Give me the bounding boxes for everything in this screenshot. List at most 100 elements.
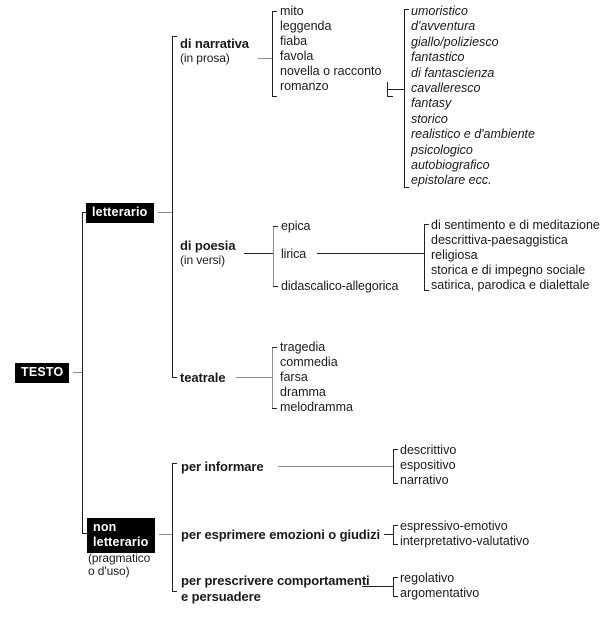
list-item: tragedia	[280, 340, 326, 354]
connector-per-prescrivere-to-items	[362, 586, 393, 587]
node-non-letterario-line1: non	[93, 520, 117, 534]
list-item: di sentimento e di meditazione	[431, 218, 600, 232]
connector-teatrale-bracket-top-tick	[272, 347, 277, 348]
list-item: d'avventura	[411, 19, 476, 34]
list-narrativa-items: mito leggenda fiaba favola novella o rac…	[280, 4, 381, 94]
connector-poesia-didascalico-tick	[273, 286, 278, 287]
connector-genres-bracket-top-tick	[404, 9, 409, 10]
list-item: di fantascienza	[411, 65, 495, 80]
list-item: mito	[280, 4, 304, 18]
connector-teatrale-bracket	[272, 347, 273, 408]
node-non-letterario-sublabel-line2: o d'uso)	[88, 564, 130, 578]
list-item: realistico e d'ambiente	[411, 127, 535, 142]
connector-non-letterario-subtrunk-top-tick	[172, 463, 177, 464]
connector-trunk-bottom-tick	[82, 533, 87, 534]
root-node-testo: TESTO	[15, 363, 70, 383]
connector-narrativa-bracket-bottom-tick	[272, 96, 277, 97]
list-item: giallo/poliziesco	[411, 34, 499, 49]
list-item: fantastico	[411, 50, 465, 65]
list-item: regolativo	[400, 571, 455, 585]
list-lirica-kinds: di sentimento e di meditazione descritti…	[431, 218, 600, 293]
connector-non-letterario-to-subtrunk	[159, 534, 172, 535]
list-item: cavalleresco	[411, 81, 481, 96]
connector-narrativa-bracket	[272, 11, 273, 96]
connector-per-informare-to-items	[278, 466, 393, 467]
list-item: fiaba	[280, 34, 308, 48]
list-prescrivere-items: regolativo argomentativo	[400, 571, 479, 601]
list-item: autobiografico	[411, 158, 490, 173]
connector-prescrivere-bracket-top-tick	[393, 577, 398, 578]
node-di-poesia: di poesia	[180, 238, 236, 253]
connector-non-letterario-subtrunk-bottom-tick	[172, 591, 177, 592]
list-item: commedia	[280, 355, 338, 369]
connector-teatrale-bracket-bottom-tick	[272, 408, 277, 409]
connector-non-letterario-subtrunk	[172, 463, 173, 591]
list-item: satirica, parodica e dialettale	[431, 278, 590, 292]
node-non-letterario-sublabel-line1: (pragmatico	[88, 551, 151, 565]
connector-per-esprimere-to-items	[384, 534, 393, 535]
list-item: psicologico	[411, 142, 473, 157]
list-teatrale-items: tragedia commedia farsa dramma melodramm…	[280, 340, 353, 415]
connector-romanzo-to-genres	[387, 89, 404, 90]
list-romanzo-genres: umoristico d'avventura giallo/poliziesco…	[411, 4, 535, 189]
list-item: interpretativo-valutativo	[400, 534, 530, 548]
list-item: argomentativo	[400, 586, 480, 600]
connector-poesia-epica-tick	[273, 226, 278, 227]
node-per-prescrivere-line2: e persuadere	[181, 589, 261, 604]
connector-informare-bracket	[393, 449, 394, 483]
connector-teatrale-to-items	[236, 377, 272, 378]
list-item: novella o racconto	[280, 64, 382, 78]
node-per-prescrivere-line1: per prescrivere comportamenti	[181, 573, 370, 588]
node-didascalico-allegorica: didascalico-allegorica	[281, 279, 399, 293]
connector-letterario-subtrunk	[172, 36, 173, 377]
connector-lirica-kinds-bracket	[424, 224, 425, 290]
list-item: dramma	[280, 385, 326, 399]
connector-esprimere-bracket-bottom-tick	[393, 544, 398, 545]
node-teatrale: teatrale	[180, 370, 226, 385]
connector-lirica-kinds-bottom-tick	[424, 290, 429, 291]
connector-informare-bracket-top-tick	[393, 449, 398, 450]
connector-genres-bracket	[404, 9, 405, 187]
connector-letterario-subtrunk-top-tick	[172, 36, 177, 37]
connector-romanzo-elbow-foot	[387, 96, 393, 97]
node-per-esprimere: per esprimere emozioni o giudizi	[181, 527, 381, 542]
connector-narrativa-bracket-top-tick	[272, 11, 277, 12]
connector-trunk-top-tick	[82, 212, 87, 213]
list-item: narrativo	[400, 473, 449, 487]
connector-prescrivere-bracket	[393, 577, 394, 596]
connector-poesia-bracket	[273, 226, 274, 286]
list-item: romanzo	[280, 79, 329, 93]
connector-prescrivere-bracket-bottom-tick	[393, 596, 398, 597]
list-item: espressivo-emotivo	[400, 519, 508, 533]
list-item: epistolare ecc.	[411, 173, 492, 188]
node-di-narrativa-sublabel: (in prosa)	[180, 51, 230, 65]
connector-lirica-to-kinds	[317, 253, 424, 254]
node-non-letterario: non letterario	[87, 518, 155, 553]
connector-lirica-kinds-top-tick	[424, 224, 429, 225]
list-item: descrittiva-paesaggistica	[431, 233, 568, 247]
list-item: espositivo	[400, 458, 456, 472]
connector-poesia-to-items	[244, 253, 273, 254]
list-esprimere-items: espressivo-emotivo interpretativo-valuta…	[400, 519, 529, 549]
connector-root-to-trunk	[73, 372, 83, 373]
list-item: storica e di impegno sociale	[431, 263, 586, 277]
connector-letterario-to-subtrunk	[158, 212, 172, 213]
list-item: favola	[280, 49, 314, 63]
node-di-narrativa: di narrativa	[180, 36, 249, 51]
node-di-poesia-sublabel: (in versi)	[180, 253, 226, 267]
list-item: religiosa	[431, 248, 478, 262]
connector-narrativa-to-items	[258, 58, 272, 59]
connector-genres-bracket-bottom-tick	[404, 187, 409, 188]
connector-esprimere-bracket-top-tick	[393, 525, 398, 526]
list-item: umoristico	[411, 4, 468, 18]
connector-letterario-subtrunk-bottom-tick	[172, 377, 177, 378]
node-letterario: letterario	[86, 203, 154, 223]
list-informare-items: descrittivo espositivo narrativo	[400, 443, 456, 488]
list-item: farsa	[280, 370, 308, 384]
list-item: fantasy	[411, 96, 452, 111]
connector-esprimere-bracket	[393, 525, 394, 544]
connector-informare-bracket-bottom-tick	[393, 483, 398, 484]
node-epica: epica	[281, 219, 311, 233]
list-item: leggenda	[280, 19, 332, 33]
node-lirica: lirica	[281, 247, 307, 261]
